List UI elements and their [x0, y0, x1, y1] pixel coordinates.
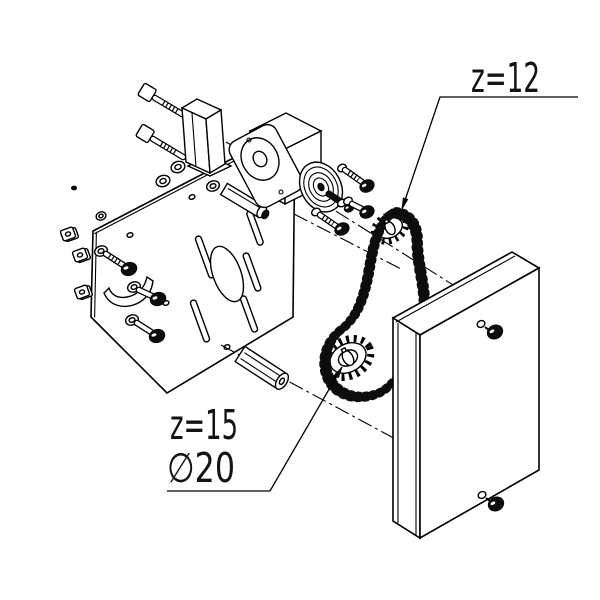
spacer-sleeve	[234, 345, 290, 390]
sprocket-z15-bore	[337, 346, 359, 367]
box-knob-top	[476, 319, 504, 340]
leader-z12	[401, 96, 578, 210]
wire-clip	[103, 275, 154, 308]
corner-bracket	[180, 98, 233, 177]
gearmotor	[228, 112, 355, 213]
label-bore-diameter: ∅20	[167, 444, 235, 492]
cap-screws	[135, 82, 187, 161]
mounting-bolts	[311, 163, 375, 236]
plate-slots	[189, 210, 264, 343]
mounting-box	[391, 251, 541, 540]
plate-screws	[93, 180, 270, 344]
label-z15: z=15	[170, 401, 238, 449]
roller-chain	[319, 206, 431, 403]
leader-z15	[167, 366, 343, 492]
sprocket-z12-bore	[383, 218, 396, 236]
label-z12: z=12	[471, 54, 540, 102]
bracket-washers	[155, 160, 186, 188]
edge-clips	[59, 185, 107, 301]
box-knob-bottom	[477, 490, 505, 512]
motor-face	[240, 137, 280, 181]
plate-oval-cutout	[209, 245, 245, 303]
